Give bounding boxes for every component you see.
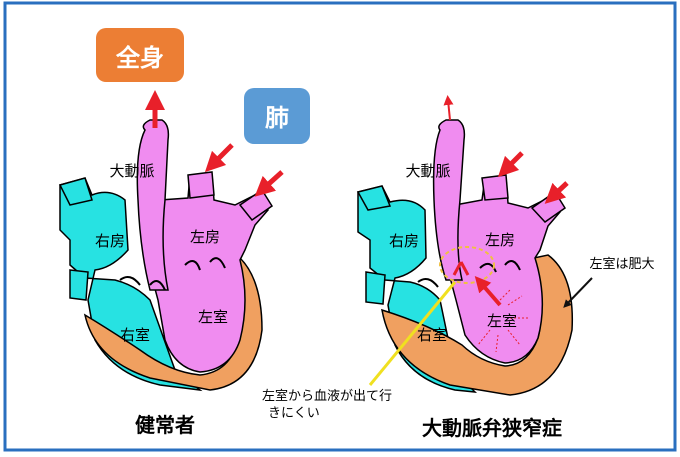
mitral-valve-s (479, 262, 497, 273)
aortic-valve (149, 280, 166, 291)
note-line-1: 左室から血液が出て行 (262, 388, 392, 404)
tricuspid-valve-s (417, 277, 439, 288)
svc (58, 177, 93, 206)
aorta-s (432, 119, 466, 281)
left-atrium-label: 左房 (190, 228, 220, 246)
left-ventricle-label: 左室 (198, 308, 228, 326)
callout-line (368, 281, 457, 386)
healthy-heart: 全身 肺 大動脈 右房 左房 右室 左室 健常者 (58, 28, 310, 437)
pressure-arrows (477, 289, 528, 353)
pulmonary-vein-1 (187, 171, 215, 199)
pulmonary-in-arrow-2 (254, 170, 284, 197)
lung-box (244, 88, 310, 144)
svc-s (356, 185, 392, 211)
lung-label: 肺 (265, 104, 289, 132)
stenosis-caption: 大動脈弁狭窄症 (422, 416, 562, 440)
left-atrium-label-s: 左房 (485, 231, 515, 249)
border (3, 1, 677, 452)
left-ventricle-label-s: 左室 (487, 312, 517, 330)
hypertrophy-label: 左室は肥大 (589, 256, 654, 272)
hypertrophy-pointer (563, 277, 593, 308)
right-atrium-label-s: 右房 (389, 232, 419, 250)
stenosis-heart: 左室は肥大 左室から血液が出て行 きにくい 大動脈 右房 左房 右室 左室 大動… (262, 95, 655, 440)
mitral-valve-s2 (504, 260, 521, 271)
left-heart (149, 174, 269, 373)
mitral-valve (184, 260, 201, 271)
aorta-label-s: 大動脈 (405, 162, 450, 180)
right-atrium-label: 右房 (95, 232, 125, 250)
pulmonary-in-arrow-s2 (544, 181, 569, 204)
pulmonary-in-arrow-s1 (497, 151, 524, 178)
ivc (69, 269, 89, 301)
stenotic-valve (452, 261, 470, 276)
note-line-2: きにくい (268, 406, 320, 421)
aorta (136, 119, 170, 291)
pulmonary-vein-s1 (481, 174, 509, 201)
mitral-valve-2 (209, 257, 226, 269)
right-ventricle-label: 右室 (120, 326, 150, 344)
pulmonary-in-arrow-1 (204, 143, 234, 173)
whole-body-box (96, 28, 184, 82)
aorta-out-arrow-s (443, 95, 454, 121)
tricuspid-valve (119, 275, 141, 286)
healthy-caption: 健常者 (135, 413, 195, 437)
stenosis-highlight (439, 246, 495, 284)
ivc-s (365, 271, 386, 305)
aorta-label: 大動脈 (109, 162, 154, 180)
right-ventricle-label-s: 右室 (417, 326, 447, 344)
outflow-arrow (474, 275, 502, 307)
whole-body-label: 全身 (115, 44, 164, 72)
left-heart-s (447, 177, 561, 364)
